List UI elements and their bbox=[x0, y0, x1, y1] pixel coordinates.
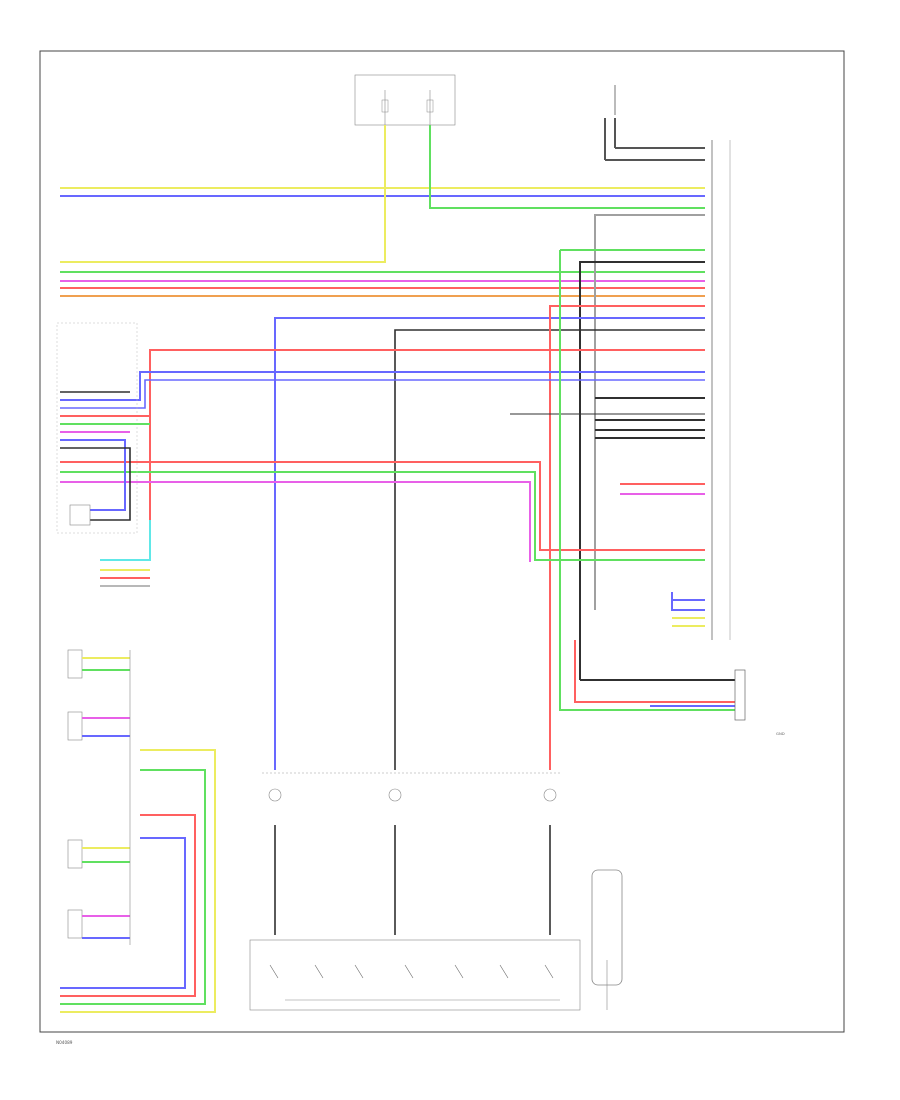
wire-green-fuse bbox=[429, 125, 705, 209]
wire-black-1 bbox=[579, 261, 705, 680]
wire-red-drop bbox=[549, 305, 705, 770]
speaker-rear-right bbox=[67, 839, 130, 869]
speaker-front-left bbox=[67, 711, 130, 741]
wire-gray-1 bbox=[594, 214, 705, 610]
ground-label: GND bbox=[776, 731, 785, 736]
speaker-front-right bbox=[67, 649, 130, 679]
battery-feed bbox=[604, 85, 705, 161]
wire-green-3 bbox=[60, 471, 705, 561]
figure-id: N04089 bbox=[56, 1040, 73, 1045]
wire-blue-2 bbox=[60, 371, 705, 401]
diagram-frame bbox=[39, 50, 845, 1033]
fuse-block bbox=[354, 74, 456, 126]
wire-red-2 bbox=[149, 349, 705, 520]
wire-yellow-fuse bbox=[60, 125, 386, 263]
left-control-unit bbox=[56, 322, 150, 534]
wire-blue-drop bbox=[274, 317, 705, 770]
wire-magenta-2 bbox=[60, 481, 531, 562]
wire-black-drop bbox=[394, 329, 705, 770]
steering-switch-block bbox=[249, 939, 581, 1011]
speaker-rear-left bbox=[67, 909, 130, 939]
clockspring bbox=[268, 788, 557, 935]
ground-symbol bbox=[591, 869, 623, 1010]
wire-red-3 bbox=[60, 461, 705, 551]
wire-blue-3 bbox=[60, 379, 705, 409]
main-unit-connector bbox=[711, 140, 731, 640]
